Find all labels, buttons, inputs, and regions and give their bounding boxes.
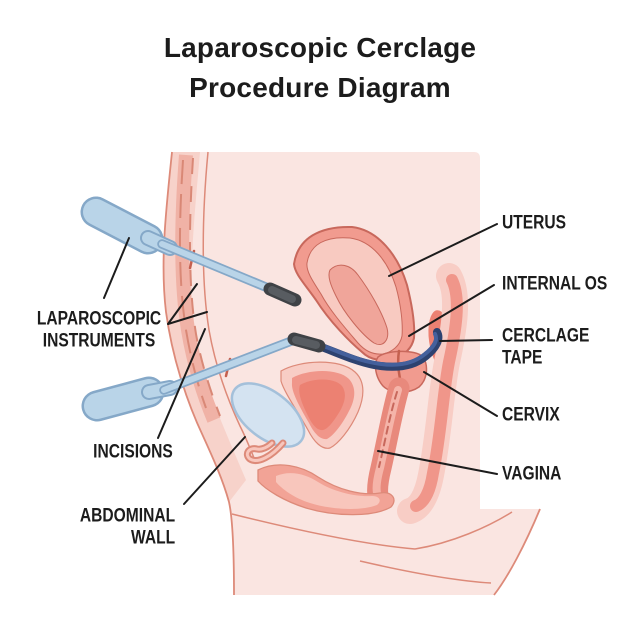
vulva-folds — [257, 464, 395, 516]
cervix — [374, 349, 428, 393]
cervix-bulb — [374, 350, 428, 393]
leader-vagina — [377, 450, 498, 475]
vagina-lumen-line — [378, 391, 398, 468]
label-cerclage-tape: CERCLAGE TAPE — [502, 325, 590, 369]
incision-mark-lower — [224, 357, 232, 378]
instrument-lower-tip — [287, 332, 326, 353]
abdominal-wall-muscle-layer — [175, 154, 221, 423]
vagina-canal — [367, 377, 410, 507]
leader-cervix — [423, 371, 498, 417]
label-cervix: CERVIX — [502, 404, 560, 426]
instrument-lower-neck-outline — [141, 380, 178, 400]
cerclage-tape — [312, 328, 443, 371]
cerclage-tape-highlight — [316, 332, 438, 367]
leader-instruments-lower-shaft — [167, 311, 208, 325]
instrument-lower-neck — [143, 382, 176, 398]
vagina — [367, 377, 410, 507]
thigh-fold-line-2 — [414, 511, 513, 550]
urethra — [243, 439, 287, 464]
rectum-band-inner — [410, 274, 463, 512]
incision-mark-upper — [188, 249, 196, 270]
instrument-upper-tip — [263, 282, 302, 307]
abdominal-wall — [162, 151, 255, 596]
instrument-lower-shaft — [161, 337, 297, 393]
rectal-content — [428, 310, 454, 370]
instrument-upper-handle — [83, 199, 161, 252]
bladder-body — [230, 382, 306, 448]
abdominal-wall-band — [163, 152, 246, 502]
instrument-upper-handle-outline — [80, 196, 164, 255]
label-abdominal-wall: ABDOMINAL WALL — [79, 505, 175, 549]
instrument-upper-shaft-outline — [157, 239, 273, 293]
leader-uterus — [388, 223, 498, 277]
uterus-middle-layer — [306, 237, 403, 355]
leader-instruments-upper-shaft — [167, 283, 198, 325]
leader-internal-os — [408, 284, 495, 337]
cervical-canal — [396, 349, 404, 389]
body-silhouette — [163, 152, 541, 595]
label-uterus: UTERUS — [502, 212, 567, 234]
wall-inner-line — [202, 151, 255, 459]
label-vagina: VAGINA — [502, 463, 562, 485]
uterus — [292, 225, 416, 361]
instrument-lower-shaft-outline — [159, 335, 299, 395]
pelvic-tissue-outer — [280, 361, 364, 449]
laparoscopic-instrument-upper — [80, 196, 302, 307]
instrument-upper-shaft — [159, 241, 271, 291]
rectum — [397, 263, 469, 524]
thigh-fold-line-3 — [359, 560, 492, 584]
rectum-band-outer — [397, 263, 469, 524]
cerclage-tape-outer — [312, 328, 443, 371]
urethra-lumen — [245, 441, 285, 462]
leader-abdominal-wall — [183, 436, 246, 505]
instrument-lower-tip-highlight — [292, 336, 320, 349]
thigh-fold-line-1 — [231, 513, 416, 550]
uterus-outer-wall — [292, 225, 416, 361]
bladder — [230, 382, 306, 464]
label-laparoscopic-instruments: LAPAROSCOPIC INSTRUMENTS — [36, 308, 162, 352]
instrument-upper-neck-outline — [140, 230, 178, 256]
leader-instruments-handle — [103, 237, 130, 299]
instrument-lower-handle-outline — [81, 376, 165, 422]
muscle-streak-1 — [178, 159, 207, 409]
pelvic-tissue-mid — [291, 371, 355, 440]
muscle-streak-2 — [188, 157, 221, 417]
vulva-fold-inner — [276, 473, 380, 509]
buttock-outline — [493, 508, 541, 596]
vagina-canal-inner — [372, 386, 402, 497]
pelvic-tissue — [280, 361, 364, 449]
leader-incisions — [157, 328, 206, 439]
label-internal-os: INTERNAL OS — [502, 273, 608, 295]
instrument-upper-neck — [142, 232, 176, 254]
leader-cerclage-tape — [439, 339, 493, 342]
instrument-upper-tip-highlight — [268, 286, 296, 303]
uterine-cavity — [328, 264, 389, 345]
instrument-lower-handle — [84, 379, 162, 419]
label-incisions: INCISIONS — [93, 441, 173, 463]
diagram-title: Laparoscopic Cerclage Procedure Diagram — [163, 32, 477, 103]
vulva-fold-outer — [257, 464, 395, 516]
pelvic-tissue-inner — [299, 379, 345, 431]
